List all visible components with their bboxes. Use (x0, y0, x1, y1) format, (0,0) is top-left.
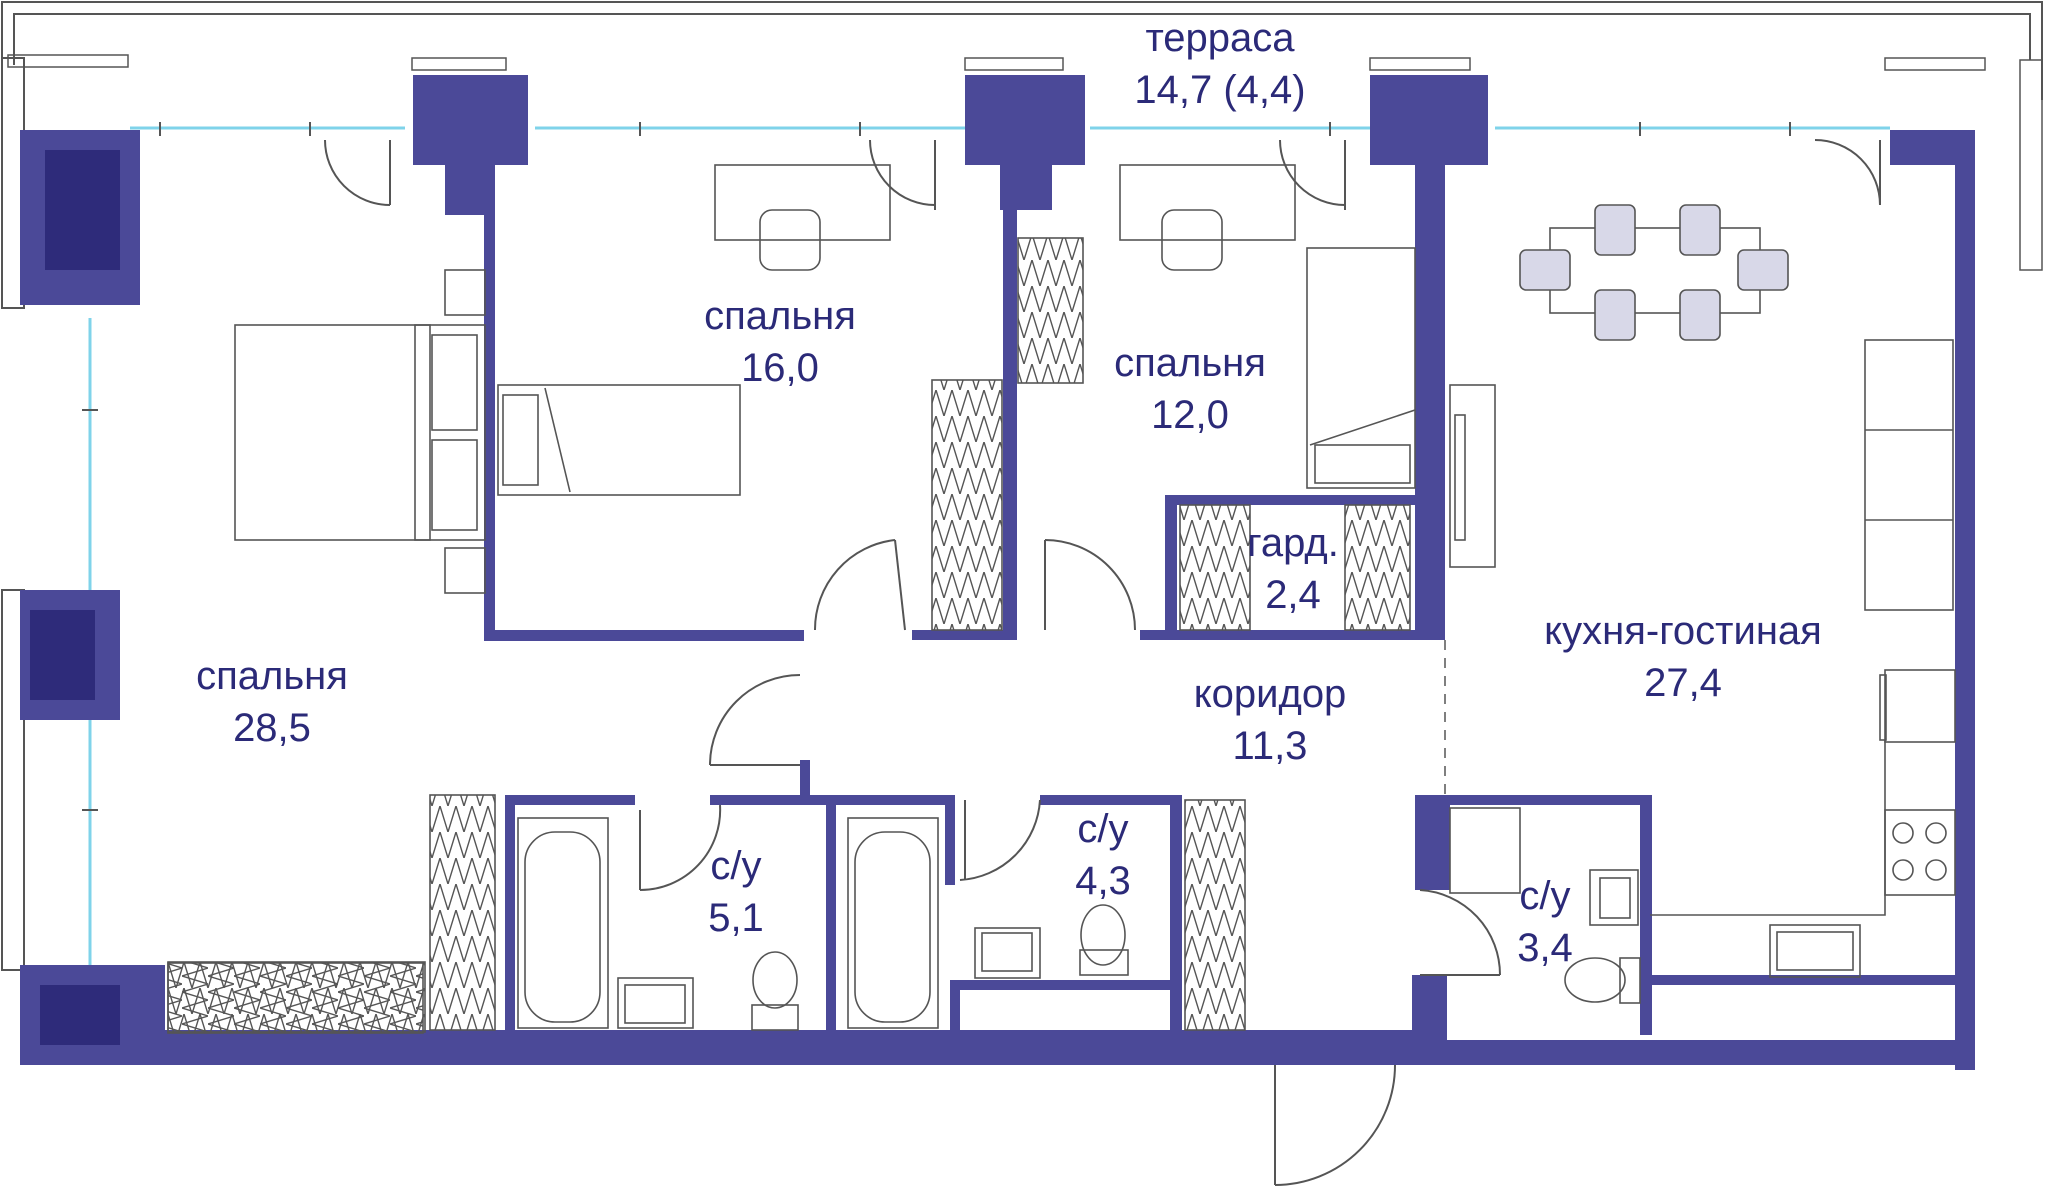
room-label-bath-51: с/у 5,1 (708, 840, 764, 944)
room-area: 2,4 (1265, 573, 1321, 617)
room-label-bedroom-28: спальня 28,5 (196, 650, 348, 754)
room-name: гард. (1247, 521, 1339, 565)
room-area: 16,0 (741, 346, 819, 390)
room-area: 28,5 (233, 706, 311, 750)
room-name: спальня (196, 654, 348, 698)
room-area: 4,3 (1075, 859, 1131, 903)
room-area: 12,0 (1151, 393, 1229, 437)
room-label-terrace: терраса 14,7 (4,4) (1134, 12, 1305, 116)
room-name: спальня (704, 294, 856, 338)
room-label-bath-34: с/у 3,4 (1517, 870, 1573, 974)
room-label-corridor: коридор 11,3 (1194, 668, 1347, 772)
terrace-windows (7, 54, 2043, 271)
room-name: с/у (1077, 807, 1129, 851)
room-name: с/у (710, 844, 762, 888)
room-name: терраса (1145, 16, 1295, 60)
wardrobe-west (167, 961, 426, 1033)
room-label-bedroom-12: спальня 12,0 (1114, 337, 1266, 441)
room-area: 14,7 (4,4) (1134, 68, 1306, 112)
room-label-kitchen: кухня-гостиная 27,4 (1544, 605, 1822, 709)
room-area: 27,4 (1644, 661, 1722, 705)
room-area: 11,3 (1232, 724, 1308, 768)
column-accents (30, 150, 120, 1045)
room-name: с/у (1519, 874, 1571, 918)
room-name: спальня (1114, 341, 1266, 385)
room-label-bath-43: с/у 4,3 (1075, 803, 1131, 907)
furniture (167, 164, 1956, 1034)
doors (324, 139, 1881, 1186)
facade-glazing (88, 126, 1890, 965)
room-area: 3,4 (1517, 926, 1573, 970)
facade-mullions (82, 122, 1791, 811)
room-name: кухня-гостиная (1544, 609, 1822, 653)
terrace-outline (1, 1, 2043, 971)
room-area: 5,1 (708, 896, 764, 940)
room-label-bedroom-16: спальня 16,0 (704, 290, 856, 394)
room-name: коридор (1193, 672, 1347, 716)
room-label-wardrobe: гард. 2,4 (1247, 517, 1339, 621)
